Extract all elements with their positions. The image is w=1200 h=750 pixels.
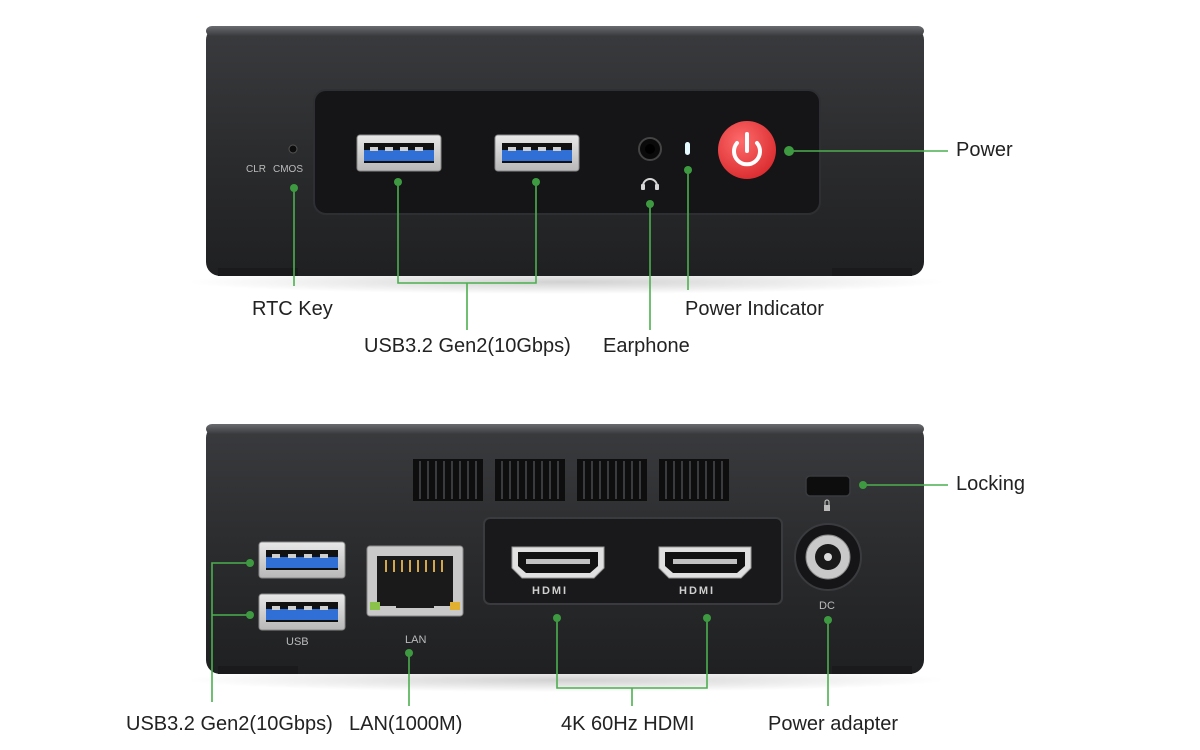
callout-rtc-key: RTC Key	[252, 298, 333, 320]
callout-lan: LAN(1000M)	[349, 713, 463, 735]
hdmi-port-2[interactable]	[658, 546, 752, 579]
front-usb-port-2[interactable]	[494, 134, 580, 172]
lan-link-led	[370, 602, 380, 610]
callout-power: Power	[956, 139, 1013, 161]
callout-power-indicator: Power Indicator	[685, 298, 824, 320]
front-usb-port-1[interactable]	[356, 134, 442, 172]
power-icon	[732, 132, 762, 167]
lock-icon	[824, 499, 830, 511]
lan-label: LAN	[405, 634, 426, 646]
rear-usb-port-2[interactable]	[258, 593, 346, 631]
lock-slot[interactable]	[805, 475, 851, 497]
cmos-clear-hole[interactable]	[288, 144, 298, 154]
air-vents	[413, 459, 729, 501]
callout-power-adapter: Power adapter	[768, 713, 899, 735]
callout-rear-usb: USB3.2 Gen2(10Gbps)	[126, 713, 333, 735]
hdmi-panel	[483, 517, 783, 605]
lan-activity-led	[450, 602, 460, 610]
hdmi-port-1[interactable]	[511, 546, 605, 579]
rear-device: USB LAN HDMI HDMI	[186, 424, 946, 692]
front-leader-lines	[293, 150, 948, 330]
cmos-label: CMOS	[273, 164, 303, 175]
clr-label: CLR	[246, 164, 266, 175]
callout-front-usb: USB3.2 Gen2(10Gbps)	[364, 335, 571, 357]
front-leader-dots	[290, 146, 794, 208]
rear-usb-port-1[interactable]	[258, 541, 346, 579]
rear-usb-label: USB	[286, 636, 309, 648]
rear-leader-dots	[246, 481, 867, 657]
front-device: CLR CMOS	[186, 26, 946, 294]
hdmi-2-label: HDMI	[679, 585, 715, 597]
headphones-icon	[641, 178, 659, 190]
callout-locking: Locking	[956, 473, 1025, 495]
dc-power-jack[interactable]	[794, 523, 862, 591]
callout-hdmi: 4K 60Hz HDMI	[561, 713, 695, 735]
power-button[interactable]	[718, 121, 776, 179]
lan-port[interactable]	[366, 545, 464, 617]
hdmi-1-label: HDMI	[532, 585, 568, 597]
dc-label: DC	[819, 600, 835, 612]
rear-leader-lines	[211, 484, 948, 706]
power-indicator-led	[685, 142, 690, 155]
callout-earphone: Earphone	[603, 335, 690, 357]
earphone-jack[interactable]	[638, 137, 662, 161]
